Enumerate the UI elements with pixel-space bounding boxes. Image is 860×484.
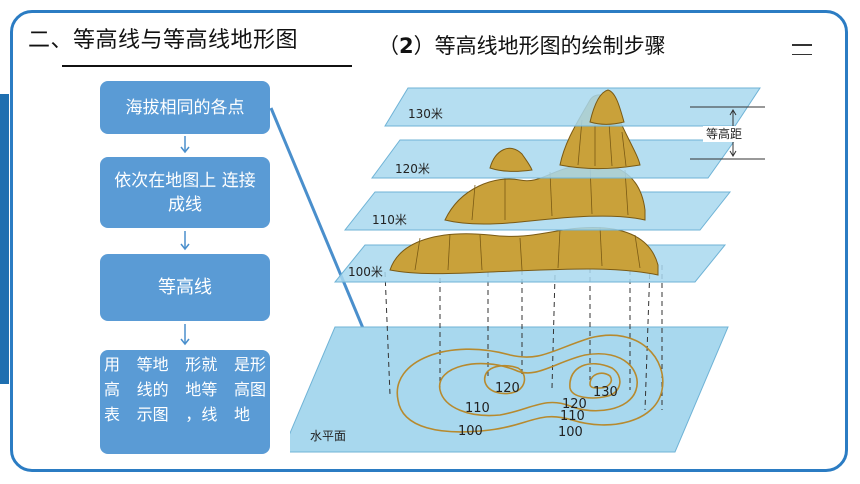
arrow-down-icon	[180, 324, 190, 346]
subtitle-text: ）等高线地形图的绘制步骤	[413, 34, 666, 58]
interval-label-bg	[703, 126, 753, 142]
contour-label-120-right: 120	[562, 397, 587, 412]
projection-lines	[384, 260, 663, 411]
plane-label-100: 100米	[348, 265, 383, 279]
contour-label-100-left: 100	[458, 424, 483, 439]
terrain-summit	[589, 89, 625, 125]
step-box-3: 等高线	[100, 254, 270, 321]
terrain-texture	[414, 226, 641, 271]
terrain-layer-1	[389, 227, 659, 276]
base-plane-label: 水平面	[310, 429, 346, 443]
step4-line-1: 用 等 高 线 表 示	[104, 355, 153, 424]
step4-line-3: 就 是 等 高 线 地	[201, 355, 250, 424]
contour-lines	[396, 334, 664, 433]
left-accent-bar	[0, 94, 9, 384]
contour-label-100-right: 100	[558, 425, 583, 440]
contour-label-110-left: 110	[465, 401, 490, 416]
menu-icon[interactable]	[792, 44, 812, 58]
step-box-1: 海拔相同的各点	[100, 81, 270, 134]
slide-frame	[10, 10, 848, 472]
step4-line-2: 地 形 的 地 图 ，	[152, 355, 202, 424]
base-plane	[290, 326, 729, 453]
plane-label-130: 130米	[408, 107, 443, 121]
subtitle: （2）等高线地形图的绘制步骤	[378, 30, 666, 60]
terrain-diagram: 130米 120米 110米 100米 等高距 水平面 120 110 100 …	[290, 87, 765, 453]
plane-label-110: 110米	[372, 213, 407, 227]
contour-label-110-right: 110	[560, 409, 585, 424]
terrain-peak-small	[489, 147, 533, 172]
step-box-4: 用 等 高 线 表 示 地 形 的 地 图 ， 就 是 等 高 线 地 形图	[100, 350, 270, 454]
contour-label-130: 130	[593, 385, 618, 400]
title-underline	[62, 65, 352, 67]
arrow-down-icon	[180, 231, 190, 251]
subtitle-prefix: （	[378, 34, 399, 58]
subtitle-number: 2	[399, 34, 414, 58]
interval-label: 等高距	[706, 126, 742, 141]
plane-label-120: 120米	[395, 162, 430, 176]
arrow-down-icon	[180, 136, 190, 154]
section-title: 二、等高线与等高线地形图	[28, 28, 299, 53]
step-box-2: 依次在地图上 连接成线	[100, 157, 270, 228]
contour-label-120-left: 120	[495, 381, 520, 396]
step4-line-4: 形图	[249, 355, 266, 399]
